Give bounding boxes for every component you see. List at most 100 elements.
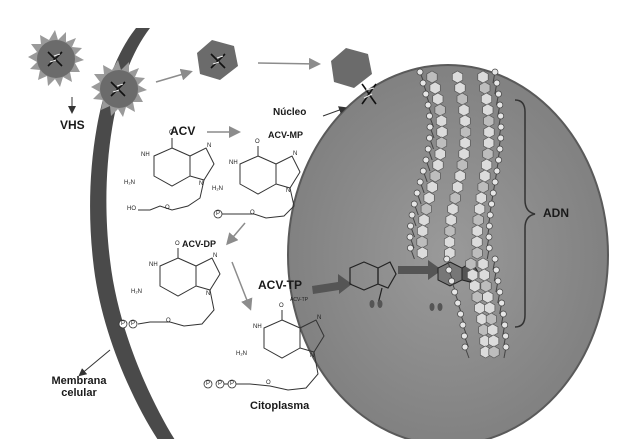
dna-backbone-bead	[443, 255, 451, 263]
dna-backbone-bead	[424, 101, 432, 109]
dna-base-hexagon	[481, 158, 493, 172]
dna-backbone-bead	[445, 266, 453, 274]
acv-structure	[138, 138, 215, 211]
dna-base-hexagon	[477, 70, 489, 84]
acv-tp-structure	[224, 310, 325, 391]
atom-n-tp-1: N	[317, 315, 322, 321]
acv-mp-label: ACV-MP	[268, 130, 304, 140]
dna-backbone-bead	[492, 266, 500, 274]
dna-base-hexagon	[418, 213, 430, 227]
dna-base-hexagon	[443, 235, 456, 249]
dna-backbone-bead	[419, 79, 427, 87]
dna-base-hexagon	[476, 312, 488, 326]
dna-backbone-bead	[494, 277, 502, 285]
dna-base-hexagon	[459, 136, 471, 150]
dna-base-hexagon	[435, 136, 448, 150]
arrow-acvtp-into-nucleus	[312, 274, 352, 294]
atom-n-dp-2: N	[206, 291, 211, 297]
dna-base-hexagon	[483, 125, 495, 139]
dna-backbone-bead	[424, 145, 432, 153]
acv-tp-small-label: ACV-TP	[290, 297, 309, 303]
dna-backbone-bead	[485, 244, 493, 252]
phosphate-dp-2	[128, 319, 138, 329]
membrana-label: Membrana celular	[44, 375, 114, 399]
dna-base-hexagon	[482, 103, 494, 117]
dna-base-hexagon	[467, 268, 479, 282]
dna-backbone-bead	[497, 112, 505, 120]
dna-base-hexagon	[485, 312, 497, 326]
dna-base-hexagon	[478, 268, 490, 282]
dna-backbone-bead	[426, 123, 434, 131]
citoplasma-label: Citoplasma	[250, 400, 310, 412]
atom-o-tp-chain: O	[266, 380, 271, 386]
dna-base-hexagon	[487, 323, 499, 337]
dna-backbone-bead	[459, 321, 467, 329]
dna-base-hexagon	[483, 136, 495, 150]
dna-backbone-bead	[407, 222, 414, 230]
dna-backbone-bead	[407, 244, 414, 252]
adn-brace	[514, 99, 536, 328]
dna-backbone-bead	[485, 222, 493, 230]
dna-base-hexagon	[465, 257, 477, 271]
atom-nh-tp: NH	[253, 324, 262, 330]
dna-base-hexagon	[432, 158, 444, 172]
dna-backbone-bead	[489, 189, 497, 197]
dna-base-hexagon	[479, 81, 491, 95]
atom-h2n-dp: H₂N	[131, 289, 142, 295]
atom-nh-dp: NH	[149, 262, 158, 268]
acv-label: ACV	[170, 124, 196, 138]
dna-backbone-bead	[497, 134, 505, 142]
acv-mp-structure	[222, 146, 301, 219]
dna-backbone-bead	[422, 156, 430, 164]
dna-backbone-bead	[406, 233, 414, 241]
atom-o-mp-chain: O	[250, 210, 255, 216]
arrow-virus-entry	[155, 68, 193, 83]
dna-backbone-bead	[502, 343, 510, 351]
dna-backbone-bead	[419, 167, 427, 175]
dna-base-hexagon	[458, 147, 470, 161]
atom-n-acv-2: N	[199, 181, 204, 187]
atom-p-tp-2: P	[218, 381, 223, 387]
dna-backbone-bead	[502, 332, 509, 340]
dna-base-hexagon	[447, 202, 459, 216]
arrow-inhibition	[398, 260, 442, 280]
dna-base-hexagon	[435, 114, 448, 128]
dna-base-hexagon	[451, 70, 464, 84]
dna-backbone-bead	[426, 112, 433, 120]
phosphate-mp	[213, 209, 223, 219]
adn-label: ADN	[543, 206, 569, 220]
dna-base-hexagon	[471, 224, 483, 238]
dna-base-hexagon	[480, 92, 493, 106]
dna-base-hexagon	[477, 257, 489, 271]
dna-base-hexagon	[434, 103, 446, 117]
atom-n-mp-1: N	[293, 151, 298, 157]
dna-backbone-bead	[454, 299, 462, 307]
acv-dp-structure	[137, 248, 221, 327]
dna-base-hexagon	[416, 235, 428, 249]
dna-base-hexagon	[484, 301, 496, 315]
dna-base-hexagon	[472, 213, 484, 227]
atom-n-dp-1: N	[213, 253, 218, 259]
arrow-dp-to-tp	[231, 261, 253, 311]
atom-p-tp-3: P	[230, 381, 235, 387]
dna-base-hexagon	[459, 125, 472, 139]
atom-o-acv: O	[169, 130, 174, 136]
dna-base-hexagon	[456, 92, 468, 106]
dna-backbone-bead	[413, 189, 421, 197]
dna-backbone-bead	[416, 178, 424, 186]
dna-backbone-bead	[496, 145, 504, 153]
atom-o-acv-chain: O	[165, 205, 170, 211]
dna-base-hexagon	[479, 169, 491, 183]
dna-base-hexagon	[436, 125, 448, 139]
dna-base-hexagon	[474, 202, 486, 216]
membrana-line-1: Membrana	[51, 375, 107, 387]
dna-backbone-bead	[426, 134, 433, 142]
dna-base-hexagon	[488, 334, 500, 348]
dna-base-hexagon	[449, 191, 461, 205]
phosphate-dp-1	[118, 319, 128, 329]
membrana-line-2: celular	[61, 387, 97, 399]
atom-o-dp: O	[175, 241, 180, 247]
atom-nh-acv: NH	[141, 152, 150, 158]
dna-backbone-bead	[495, 90, 502, 98]
